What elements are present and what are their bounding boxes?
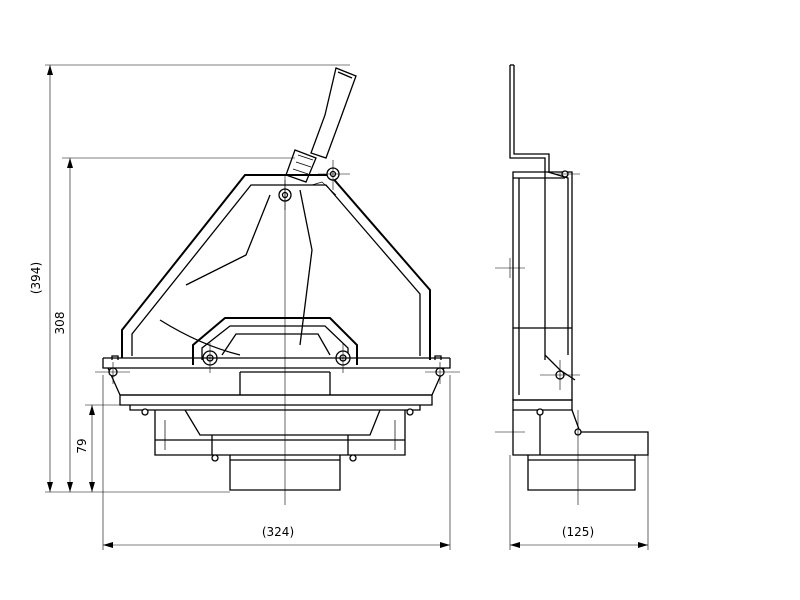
- side-width-label: (125): [562, 525, 594, 539]
- base-flange: [95, 355, 460, 406]
- dim-overall-width: [102, 375, 451, 550]
- overall-width-label: (324): [262, 525, 294, 539]
- overall-height-label: (394): [29, 262, 43, 294]
- lower-box: [129, 405, 421, 462]
- housing-body: [121, 174, 431, 360]
- dimension-lines: (394) 308 79 (324) (125): [29, 64, 649, 550]
- carry-grip: [192, 317, 358, 373]
- dim-body-height: [67, 158, 73, 492]
- side-body: [495, 170, 580, 401]
- mounting-bracket: [509, 64, 550, 172]
- front-view: [95, 67, 460, 505]
- outlet-spigot: [229, 175, 341, 505]
- side-view: [495, 64, 649, 505]
- dim-side-width: [509, 455, 649, 550]
- base-height-label: 79: [75, 438, 89, 453]
- dim-base-height: [89, 405, 95, 492]
- body-height-label: 308: [53, 312, 67, 335]
- dim-overall-height: [47, 65, 53, 492]
- lever-handle: [285, 67, 357, 183]
- side-base: [495, 399, 649, 505]
